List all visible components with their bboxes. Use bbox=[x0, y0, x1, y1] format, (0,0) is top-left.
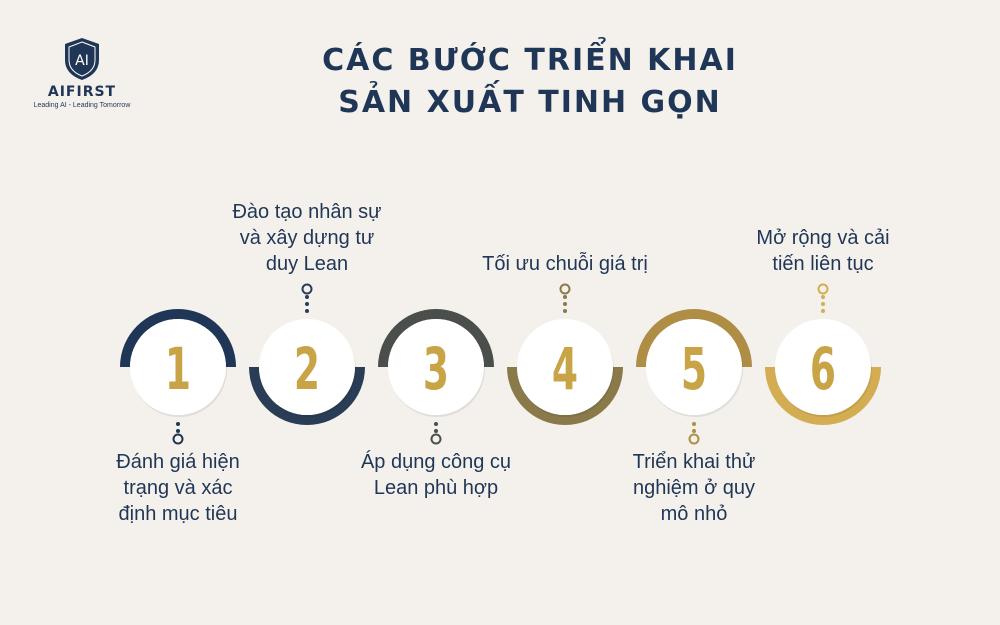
step-6-number: 6 bbox=[810, 335, 836, 403]
step-6-dot-0 bbox=[821, 309, 825, 313]
step-6-connector bbox=[817, 283, 829, 295]
step-6-label: Mở rộng và cải tiến liên tục bbox=[756, 227, 890, 275]
step-4-band bbox=[508, 367, 622, 424]
step-6-dot-2 bbox=[821, 295, 825, 299]
title-line-1: CÁC BƯỚC TRIỂN KHAI bbox=[322, 43, 738, 78]
step-1-label: Đánh giá hiện trạng và xác định mục tiêu bbox=[116, 451, 240, 525]
step-5-band bbox=[637, 310, 751, 367]
step-4-connector bbox=[559, 283, 571, 295]
step-5-label: Triển khai thử nghiệm ở quy mô nhỏ bbox=[632, 451, 756, 525]
step-2-dot-2 bbox=[305, 295, 309, 299]
step-1-circle bbox=[130, 319, 226, 415]
step-2-band bbox=[250, 367, 364, 424]
step-1-number: 1 bbox=[165, 335, 191, 403]
step-2-dot-0 bbox=[305, 309, 309, 313]
page-title: CÁC BƯỚC TRIỂN KHAI SẢN XUẤT TINH GỌN bbox=[250, 40, 810, 124]
step-4-dot-2 bbox=[563, 295, 567, 299]
step-5-dot-0 bbox=[692, 422, 696, 426]
step-2-connector bbox=[301, 283, 313, 295]
logo: AI AIFIRST Leading AI - Leading Tomorrow bbox=[22, 36, 142, 109]
step-4-number: 4 bbox=[552, 335, 578, 403]
title-line-2: SẢN XUẤT TINH GỌN bbox=[338, 85, 722, 120]
step-2-number: 2 bbox=[294, 335, 320, 403]
step-3-band bbox=[379, 310, 493, 367]
step-3-connector bbox=[430, 433, 442, 445]
step-5-dot-1 bbox=[692, 429, 696, 433]
step-1-dot-0 bbox=[176, 422, 180, 426]
step-3-label: Áp dụng công cụ Lean phù hợp bbox=[360, 451, 512, 499]
step-2-label: Đào tạo nhân sự và xây dựng tư duy Lean bbox=[232, 201, 382, 275]
step-1-connector bbox=[172, 433, 184, 445]
step-4-label: Tối ưu chuỗi giá trị bbox=[482, 253, 648, 275]
step-5-connector bbox=[688, 433, 700, 445]
step-3-dot-1 bbox=[434, 429, 438, 433]
step-6-band bbox=[766, 367, 880, 424]
shield-logo-icon: AI bbox=[65, 38, 99, 80]
logo-tagline: Leading AI - Leading Tomorrow bbox=[33, 102, 131, 109]
step-5-circle bbox=[646, 319, 742, 415]
step-6-dot-1 bbox=[821, 302, 825, 306]
step-2-circle bbox=[259, 319, 355, 415]
step-3-circle bbox=[388, 319, 484, 415]
step-5-number: 5 bbox=[681, 335, 707, 403]
step-4-dot-1 bbox=[563, 302, 567, 306]
step-3-number: 3 bbox=[423, 335, 449, 403]
logo-mark: AI bbox=[75, 53, 89, 69]
step-6-circle bbox=[775, 319, 871, 415]
step-3-dot-0 bbox=[434, 422, 438, 426]
step-4-circle bbox=[517, 319, 613, 415]
step-4-dot-0 bbox=[563, 309, 567, 313]
step-1-dot-1 bbox=[176, 429, 180, 433]
logo-name: AIFIRST bbox=[47, 84, 117, 100]
step-1-band bbox=[121, 310, 235, 367]
step-2-dot-1 bbox=[305, 302, 309, 306]
